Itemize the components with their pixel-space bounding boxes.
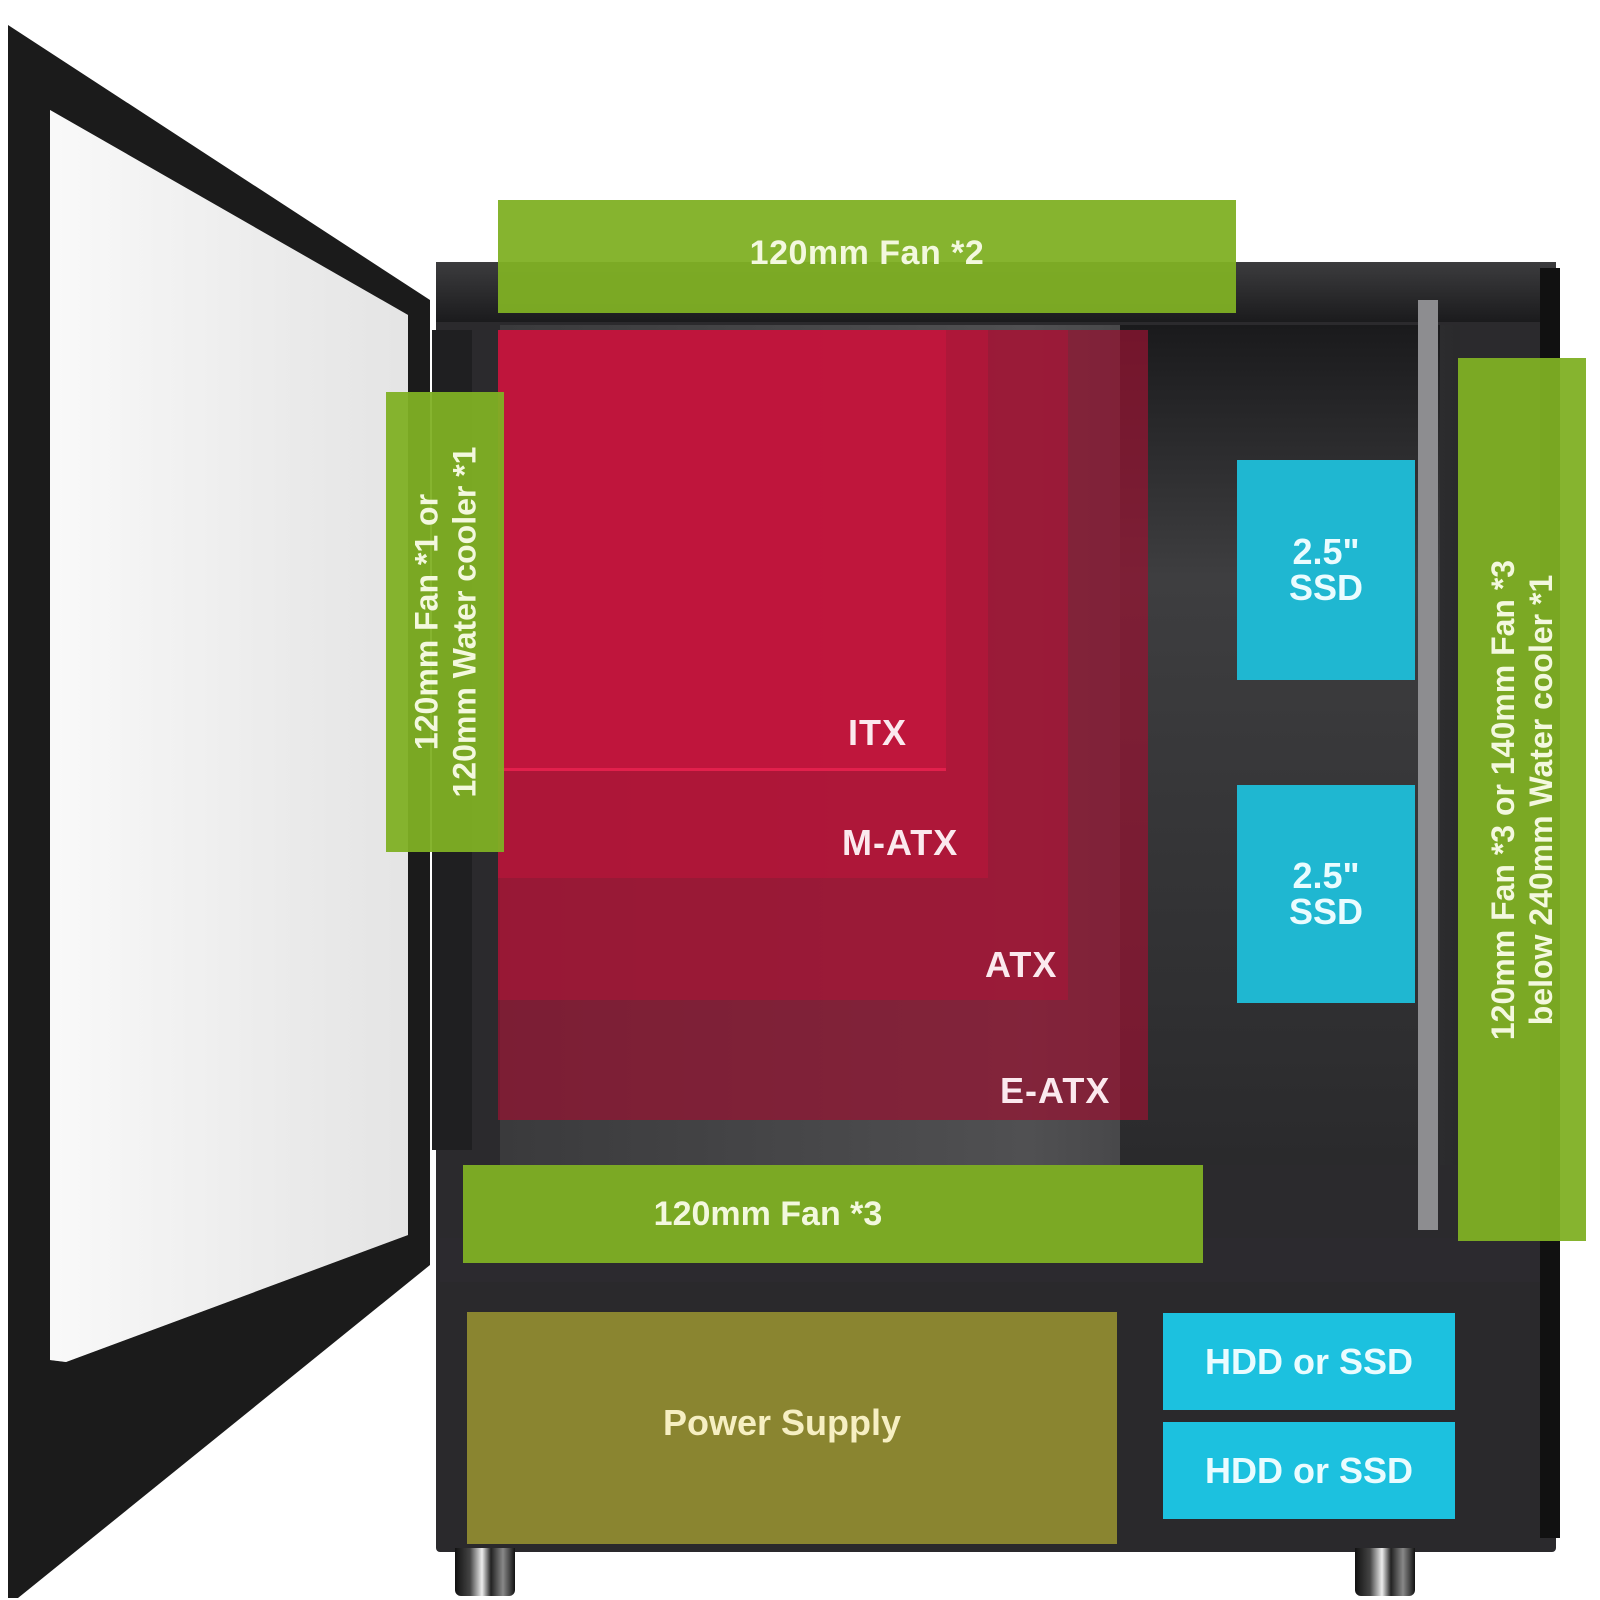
side-panel-door: [8, 25, 430, 1598]
atx-label: ATX: [985, 944, 1058, 985]
top-fan-label: 120mm Fan *2: [749, 234, 985, 272]
drive-bay-1: HDD or SSD: [1163, 1313, 1455, 1410]
ssd-bay-2-type: SSD: [1288, 891, 1364, 932]
drive-bay-2: HDD or SSD: [1163, 1422, 1455, 1519]
bottom-fan-label: 120mm Fan *3: [653, 1194, 883, 1233]
case-foot-left: [455, 1548, 515, 1596]
front-frame-edge: [1418, 300, 1438, 1230]
case-foot-right: [1355, 1548, 1415, 1596]
power-supply-area: Power Supply: [467, 1312, 1117, 1544]
ssd-bay-1-type: SSD: [1288, 567, 1364, 608]
cable-management-area: [1120, 325, 1440, 1165]
front-fan-line2: below 240mm Water cooler *1: [1523, 574, 1559, 1025]
rear-fan-mount: 120mm Fan *1 or 120mm Water cooler *1: [386, 392, 504, 852]
ssd-bay-2-size: 2.5": [1292, 855, 1360, 896]
front-fan-text: 120mm Fan *3 or 140mm Fan *3 below 240mm…: [1484, 559, 1560, 1039]
bottom-fan-mount: 120mm Fan *3: [463, 1165, 1203, 1263]
front-fan-line1: 120mm Fan *3 or 140mm Fan *3: [1485, 559, 1521, 1040]
rear-fan-text: 120mm Fan *1 or 120mm Water cooler *1: [407, 447, 483, 798]
drive-bay-2-label: HDD or SSD: [1204, 1449, 1414, 1491]
rear-fan-line2: 120mm Water cooler *1: [446, 446, 482, 798]
rear-fan-line1: 120mm Fan *1 or: [408, 493, 444, 751]
motherboard-area-itx: [498, 330, 946, 771]
ssd-bay-2: 2.5" SSD: [1237, 785, 1415, 1003]
matx-label: M-ATX: [842, 822, 959, 863]
eatx-label: E-ATX: [1000, 1070, 1111, 1111]
top-fan-mount: 120mm Fan *2: [498, 200, 1236, 313]
front-fan-mount: 120mm Fan *3 or 140mm Fan *3 below 240mm…: [1458, 358, 1586, 1241]
drive-bay-1-label: HDD or SSD: [1204, 1340, 1414, 1382]
ssd-bay-1: 2.5" SSD: [1237, 460, 1415, 680]
ssd-bay-1-size: 2.5": [1292, 531, 1360, 572]
power-supply-label: Power Supply: [662, 1402, 902, 1443]
itx-label: ITX: [848, 712, 908, 753]
